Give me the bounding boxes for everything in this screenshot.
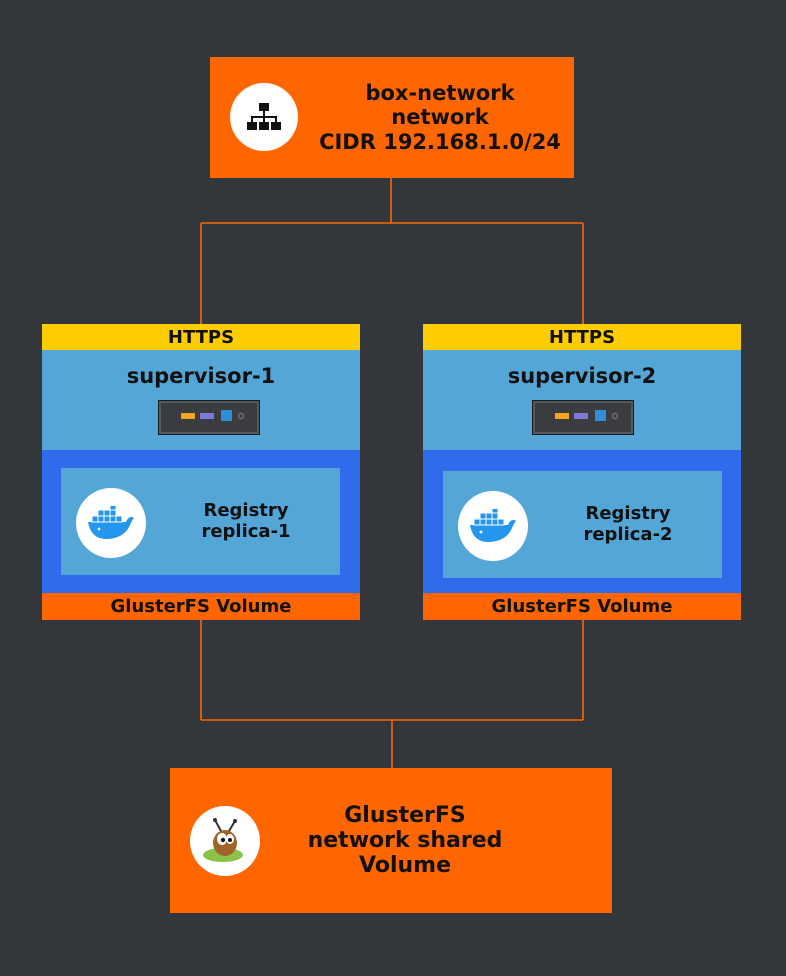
registry-container[interactable]: Registry replica-1 — [61, 468, 340, 575]
container-area: Registry replica-1 — [42, 450, 360, 593]
registry-label: Registry replica-2 — [538, 471, 718, 578]
supervisor-node-2[interactable]: HTTPS supervisor-2 — [423, 324, 741, 620]
supervisor-name: supervisor-1 — [126, 364, 276, 388]
registry-name: Registry — [203, 499, 289, 521]
network-node[interactable]: box-network network CIDR 192.168.1.0/24 — [210, 57, 574, 178]
network-label: box-network network CIDR 192.168.1.0/24 — [306, 57, 574, 178]
server-hardware-icon — [158, 400, 260, 435]
registry-container[interactable]: Registry replica-2 — [443, 471, 722, 578]
network-type: network — [391, 105, 489, 130]
supervisor-header: supervisor-2 — [423, 350, 741, 450]
shared-volume-label: GlusterFS network shared Volume — [270, 768, 540, 913]
registry-replica: replica-1 — [201, 520, 291, 542]
shared-volume-line-1: GlusterFS — [344, 802, 466, 828]
glusterfs-volume-banner: GlusterFS Volume — [423, 593, 741, 620]
shared-volume-line-3: Volume — [359, 853, 451, 879]
https-banner: HTTPS — [423, 324, 741, 350]
registry-label: Registry replica-1 — [156, 468, 336, 575]
registry-name: Registry — [585, 502, 671, 524]
https-banner: HTTPS — [42, 324, 360, 350]
network-cidr: CIDR 192.168.1.0/24 — [319, 129, 561, 154]
shared-volume-node[interactable]: GlusterFS network shared Volume — [170, 768, 612, 913]
docker-whale-icon — [458, 491, 528, 561]
docker-whale-icon — [76, 488, 146, 558]
container-area: Registry replica-2 — [423, 450, 741, 593]
shared-volume-line-2: network shared — [307, 827, 503, 853]
network-topology-icon — [230, 83, 298, 151]
server-hardware-icon — [532, 400, 634, 435]
glusterfs-volume-banner: GlusterFS Volume — [42, 593, 360, 620]
registry-replica: replica-2 — [583, 523, 673, 545]
supervisor-name: supervisor-2 — [507, 364, 657, 388]
glusterfs-ant-icon — [190, 806, 260, 876]
supervisor-node-1[interactable]: HTTPS supervisor-1 — [42, 324, 360, 620]
network-name: box-network — [365, 81, 515, 106]
supervisor-header: supervisor-1 — [42, 350, 360, 450]
